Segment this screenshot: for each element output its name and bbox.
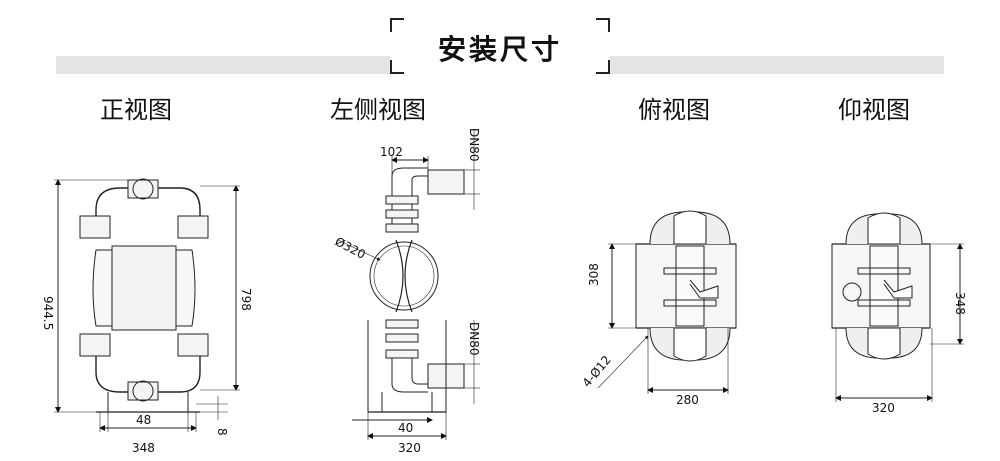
front-view-label: 正视图 [100, 96, 172, 124]
bottom-view-label: 仰视图 [838, 96, 910, 124]
bottom-dim-height: 348 [953, 292, 967, 315]
left-view-label: 左侧视图 [330, 96, 426, 124]
corner-bracket [596, 18, 610, 32]
left-dim-port-bottom: DN80 [467, 322, 481, 356]
top-dim-holes: 4-Ø12 [580, 353, 614, 390]
front-dim-base-width: 348 [132, 441, 155, 455]
front-dim-height-total: 944.5 [41, 296, 55, 330]
corner-bracket [390, 18, 404, 32]
left-dim-flange: Ø320 [333, 234, 368, 262]
title-frame: 安装尺寸 [390, 18, 610, 74]
left-dim-port-top: DN80 [467, 128, 481, 162]
bottom-view-drawing [831, 212, 964, 402]
corner-bracket [596, 60, 610, 74]
left-dim-base-width: 320 [398, 441, 421, 455]
left-view-drawing [337, 130, 480, 440]
bottom-dim-width: 320 [872, 401, 895, 415]
front-dim-height-inner: 798 [239, 288, 253, 311]
left-dim-base-gap: 40 [398, 421, 413, 435]
front-dim-base-gap: 48 [136, 413, 151, 427]
top-view-label: 俯视图 [638, 96, 710, 124]
front-view-drawing [54, 178, 240, 432]
front-dim-foot: 8 [215, 428, 229, 436]
left-dim-offset-top: 102 [380, 145, 403, 159]
top-view-drawing [597, 210, 737, 394]
corner-bracket [390, 60, 404, 74]
top-dim-width: 280 [676, 393, 699, 407]
page-title: 安装尺寸 [437, 33, 562, 66]
top-dim-height: 308 [587, 263, 601, 286]
